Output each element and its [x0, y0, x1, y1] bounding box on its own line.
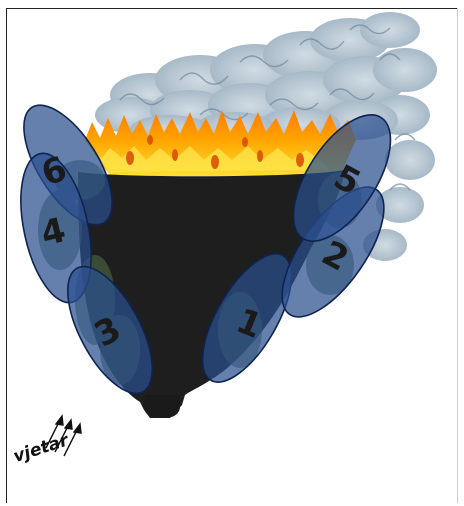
trunk-base [144, 395, 180, 418]
